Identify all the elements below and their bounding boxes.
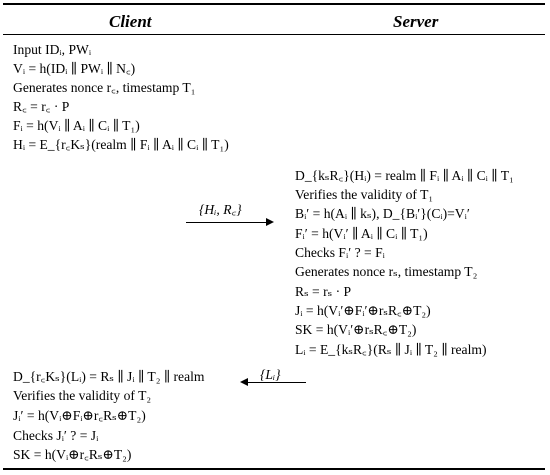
arrow-to-server (186, 218, 274, 226)
server-step-2: Verifies the validity of T₁ (295, 187, 434, 202)
arrow-to-client (240, 378, 306, 386)
client-step-2: Vᵢ = h(IDᵢ ∥ PWᵢ ∥ N꜀) (13, 61, 136, 76)
table-bottom-border (3, 468, 545, 470)
client-step-3: Generates nonce r꜀, timestamp T₁ (13, 80, 196, 95)
client-step-1: Input IDᵢ, PWᵢ (13, 42, 92, 57)
client-verify-step-1: D_{r꜀Kₛ}(Lᵢ) = Rₛ ∥ Jᵢ ∥ T₂ ∥ realm (13, 369, 205, 384)
server-step-8: Jᵢ = h(Vᵢ′⊕Fᵢ′⊕rₛR꜀⊕T₂) (295, 303, 431, 318)
client-verify-step-3: Jᵢ′ = h(Vᵢ⊕Fᵢ⊕r꜀Rₛ⊕T₂) (13, 408, 146, 423)
message-label-to-client: {Lᵢ} (260, 367, 281, 382)
server-step-10: Lᵢ = E_{kₛR꜀}(Rₛ ∥ Jᵢ ∥ T₂ ∥ realm) (295, 342, 487, 357)
client-verify-step-5: SK = h(Vᵢ⊕r꜀Rₛ⊕T₂) (13, 447, 132, 462)
client-step-6: Hᵢ = E_{r꜀Kₛ}(realm ∥ Fᵢ ∥ Aᵢ ∥ Cᵢ ∥ T₁) (13, 137, 229, 152)
server-step-4: Fᵢ′ = h(Vᵢ′ ∥ Aᵢ ∥ Cᵢ ∥ T₁) (295, 226, 428, 241)
server-step-3: Bᵢ′ = h(Aᵢ ∥ kₛ), D_{Bᵢ′}(Cᵢ)=Vᵢ′ (295, 206, 470, 221)
protocol-table: Client Server Input IDᵢ, PWᵢ Vᵢ = h(IDᵢ … (3, 3, 545, 470)
client-step-5: Fᵢ = h(Vᵢ ∥ Aᵢ ∥ Cᵢ ∥ T₁) (13, 118, 140, 133)
header-divider (3, 34, 545, 35)
client-verify-step-4: Checks Jᵢ′ ? = Jᵢ (13, 428, 99, 443)
server-step-6: Generates nonce rₛ, timestamp T₂ (295, 264, 478, 279)
client-step-4: R꜀ = r꜀ · P (13, 99, 70, 114)
server-step-1: D_{kₛR꜀}(Hᵢ) = realm ∥ Fᵢ ∥ Aᵢ ∥ Cᵢ ∥ T₁ (295, 168, 514, 183)
table-top-border (3, 3, 545, 5)
message-label-to-server: {Hᵢ, R꜀} (199, 202, 242, 217)
server-step-7: Rₛ = rₛ · P (295, 284, 352, 299)
client-verify-step-2: Verifies the validity of T₂ (13, 388, 152, 403)
client-header: Client (109, 12, 152, 31)
server-step-5: Checks Fᵢ′ ? = Fᵢ (295, 245, 385, 260)
server-header: Server (393, 12, 439, 31)
server-step-9: SK = h(Vᵢ′⊕rₛR꜀⊕T₂) (295, 322, 417, 337)
